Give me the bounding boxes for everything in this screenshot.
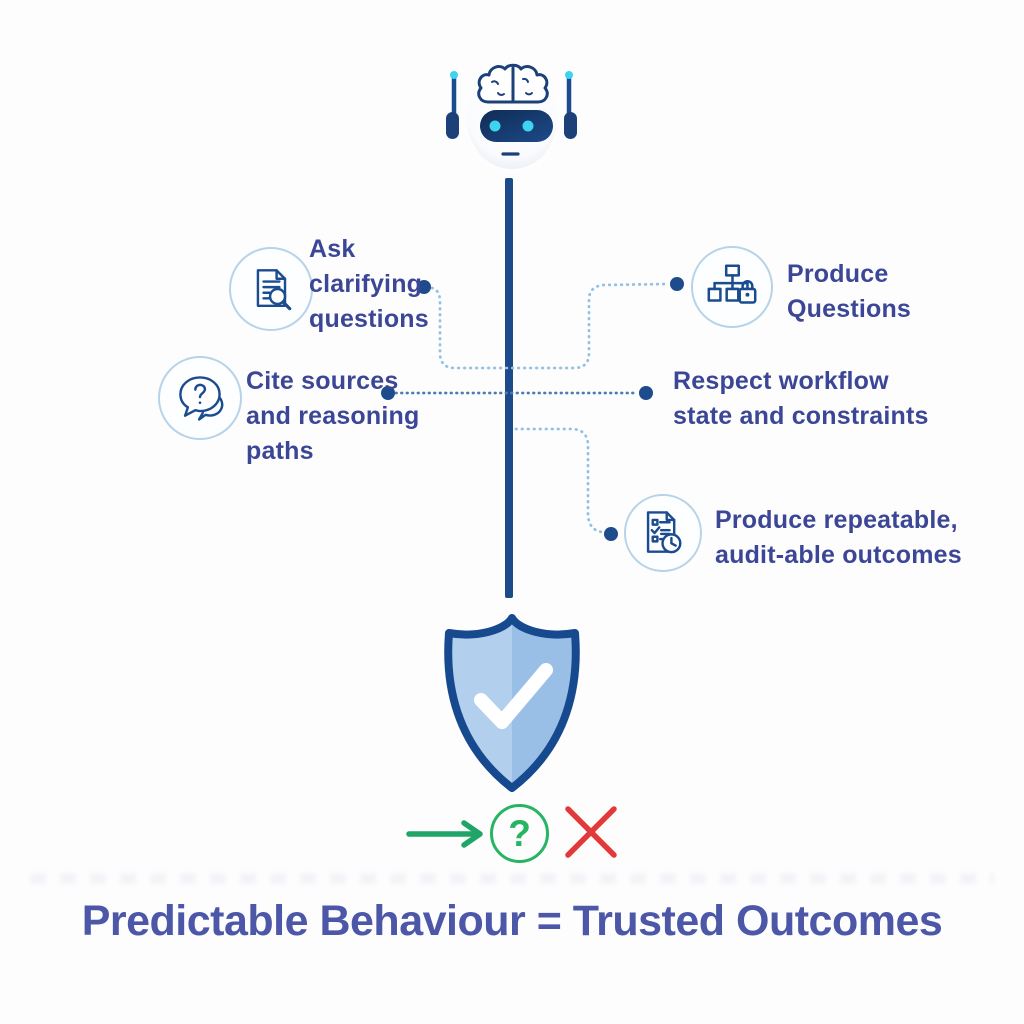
antenna-left [450, 71, 458, 117]
green-arrow-icon [406, 820, 486, 848]
red-x-icon [564, 805, 618, 859]
eye-left [489, 120, 501, 132]
faint-text-artifact [30, 873, 994, 884]
callout-cite-sources-line2: and reasoning [246, 402, 420, 430]
visor [480, 110, 553, 142]
center-spine-line [505, 178, 513, 598]
document-search-icon [229, 247, 313, 331]
callout-produce-questions-line1: Produce [787, 260, 889, 288]
dot-respect-workflow [639, 386, 653, 400]
eye-right [522, 120, 534, 132]
question-mark: ? [508, 813, 531, 854]
callout-ask-line2: clarifying [309, 270, 423, 298]
brain-icon [477, 63, 549, 104]
checklist-clock-icon [624, 494, 702, 572]
antenna-right [565, 71, 573, 117]
dot-repeatable [604, 527, 618, 541]
callout-ask-label: Ask clarifying questions [309, 232, 429, 337]
callout-cite-sources-label: Cite sources and reasoning paths [246, 364, 419, 469]
callout-respect-workflow-label: Respect workflow state and constraints [673, 364, 929, 434]
callout-cite-sources-line3: paths [246, 437, 314, 465]
connector-top [430, 282, 670, 370]
question-circle: ? [490, 804, 549, 863]
dot-cite-sources [381, 386, 395, 400]
callout-repeatable-label: Produce repeatable, audit-able outcomes [715, 503, 962, 573]
callout-ask-line1: Ask [309, 235, 356, 263]
callout-respect-workflow-line1: Respect workflow [673, 367, 889, 395]
callout-cite-sources-line1: Cite sources [246, 367, 399, 395]
callout-repeatable-line2: audit-able outcomes [715, 541, 962, 569]
page-title: Predictable Behaviour = Trusted Outcomes [81, 897, 943, 945]
shield-check-icon [444, 614, 580, 792]
checkmark [474, 663, 553, 729]
dot-produce-questions [670, 277, 684, 291]
connector-bottom [514, 427, 604, 534]
dot-ask [417, 280, 431, 294]
callout-produce-questions-line2: Questions [787, 295, 912, 323]
speech-question-icon [158, 356, 242, 440]
ear-left [446, 112, 459, 139]
callout-produce-questions-label: Produce Questions [787, 257, 911, 327]
callout-ask-line3: questions [309, 305, 429, 333]
callout-respect-workflow-line2: state and constraints [673, 402, 929, 430]
shield [433, 608, 591, 800]
robot-head [438, 52, 586, 180]
callout-repeatable-line1: Produce repeatable, [715, 506, 958, 534]
ear-right [564, 112, 577, 139]
robot-icon [446, 63, 577, 169]
hierarchy-lock-icon [691, 246, 773, 328]
